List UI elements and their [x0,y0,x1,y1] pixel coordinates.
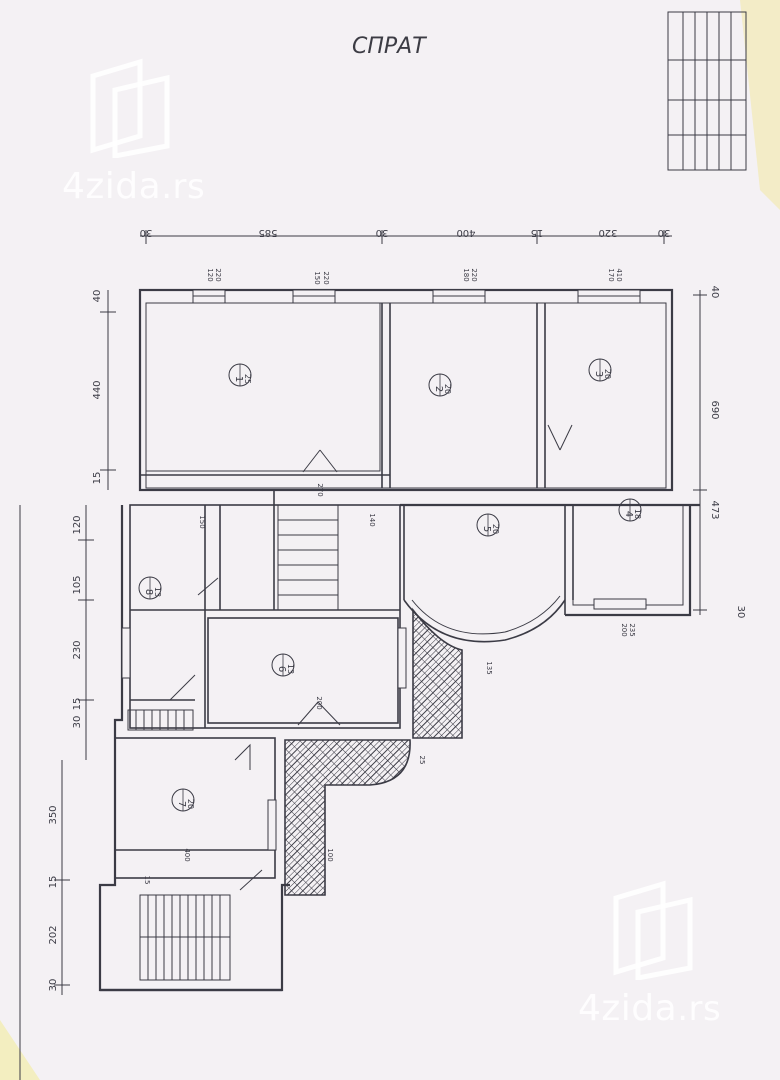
left-dimension-label: 30 [48,979,59,992]
left-dimension-label: 30 [72,716,83,729]
top-dimension-line [140,230,672,244]
watermark-bottom-tld: .rs [677,989,722,1029]
left-dimension-label: 15 [48,876,59,889]
interior-dimension-label: 135 [485,661,493,674]
watermark-bottom-brand: 4zida [578,988,678,1029]
left-dimension-label: 120 [72,515,83,534]
interior-dimension-label: 120 [206,268,214,281]
doors [169,424,573,891]
interior-dimension-label: 235 [628,623,636,636]
main-stairs [277,504,339,611]
right-dimension-label: 473 [709,500,720,519]
room-area: 18 [633,509,642,519]
left-dimension-label: 105 [72,575,83,594]
balcony-hatched-cross [413,610,462,738]
title-block [667,11,747,171]
room-area: 25 [243,374,252,384]
watermark-top-tld: .rs [161,167,206,207]
interior-dimension-label: 220 [470,268,478,281]
left-dimension-label: 230 [72,640,83,659]
top-dimension-label: 400 [456,227,475,238]
room-number: 1 [233,376,244,382]
top-dimension-labels: 30 585 30 400 15 320 30 [140,227,671,238]
interior-dimension-label: 170 [607,268,615,281]
watermark-logo-icon [613,880,693,980]
interior-dimension-label: 400 [183,848,191,861]
right-dimension-label: 40 [709,286,720,299]
room-area: 20 [443,384,452,394]
interior-dimension-label: 140 [368,513,376,526]
watermark-top-brand: 4zida [62,166,162,207]
room-number: 5 [481,526,492,532]
left-dimension-label: 40 [92,290,103,303]
top-dimension-label: 30 [658,227,671,238]
bottom-stairs [139,894,231,981]
interior-dimension-label: 100 [326,848,334,861]
interior-dimension-label: 200 [315,696,323,709]
handwritten-title: СПРАТ [352,34,426,59]
left-dimension-label: 202 [48,925,59,944]
top-dimension-label: 15 [531,227,544,238]
left-dimension-label: 350 [48,805,59,824]
room-area: 13 [286,664,295,674]
interior-dimension-label: 270 [316,483,324,496]
outer-walls [19,288,700,1080]
windows-top [121,289,647,851]
top-dimension-label: 320 [598,227,617,238]
interior-dimension-label: 150 [198,515,206,528]
right-dimension-labels: 40 690 473 30 [709,286,746,619]
watermark-logo-icon [90,58,170,158]
left-dimension-labels: 40 440 15 120 105 230 15 30 350 15 202 30 [48,290,103,992]
room-area: 20 [491,524,500,534]
interior-dimension-label: 180 [462,268,470,281]
room-area: 20 [186,799,195,809]
paper-yellow-edge [740,0,780,210]
interior-walls [114,302,684,879]
right-dimension-line [693,290,707,615]
right-dimension-label: 30 [735,606,746,619]
interior-dimension-label: 15 [143,876,151,885]
room-number: 8 [143,589,154,595]
watermark-top: 4zida.rs [62,166,205,207]
left-dimension-label: 15 [92,472,103,485]
interior-dimension-label: 410 [615,268,623,281]
interior-dimension-label: 150 [313,271,321,284]
room-area: 13 [153,587,162,597]
interior-dimension-label: 200 [620,623,628,636]
interior-dimension-label: 220 [214,268,222,281]
top-dimension-label: 30 [376,227,389,238]
terrace-hatched-cross [285,740,411,895]
right-dimension-label: 690 [709,400,720,419]
room-number: 7 [176,801,187,807]
top-dimension-label: 585 [258,227,277,238]
top-dimension-label: 30 [140,227,153,238]
interior-dimension-label: 25 [418,756,426,765]
room-number: 6 [276,666,287,672]
left-dimension-label: 15 [72,698,83,711]
left-dimension-line [54,290,116,995]
room-area: 20 [603,369,612,379]
interior-dimension-label: 220 [322,271,330,284]
room-number: 4 [623,511,634,517]
room-number: 2 [433,386,444,392]
stair-strip [127,709,194,731]
room-number: 3 [593,371,604,377]
left-dimension-label: 440 [92,380,103,399]
watermark-bottom: 4zida.rs [578,988,721,1029]
